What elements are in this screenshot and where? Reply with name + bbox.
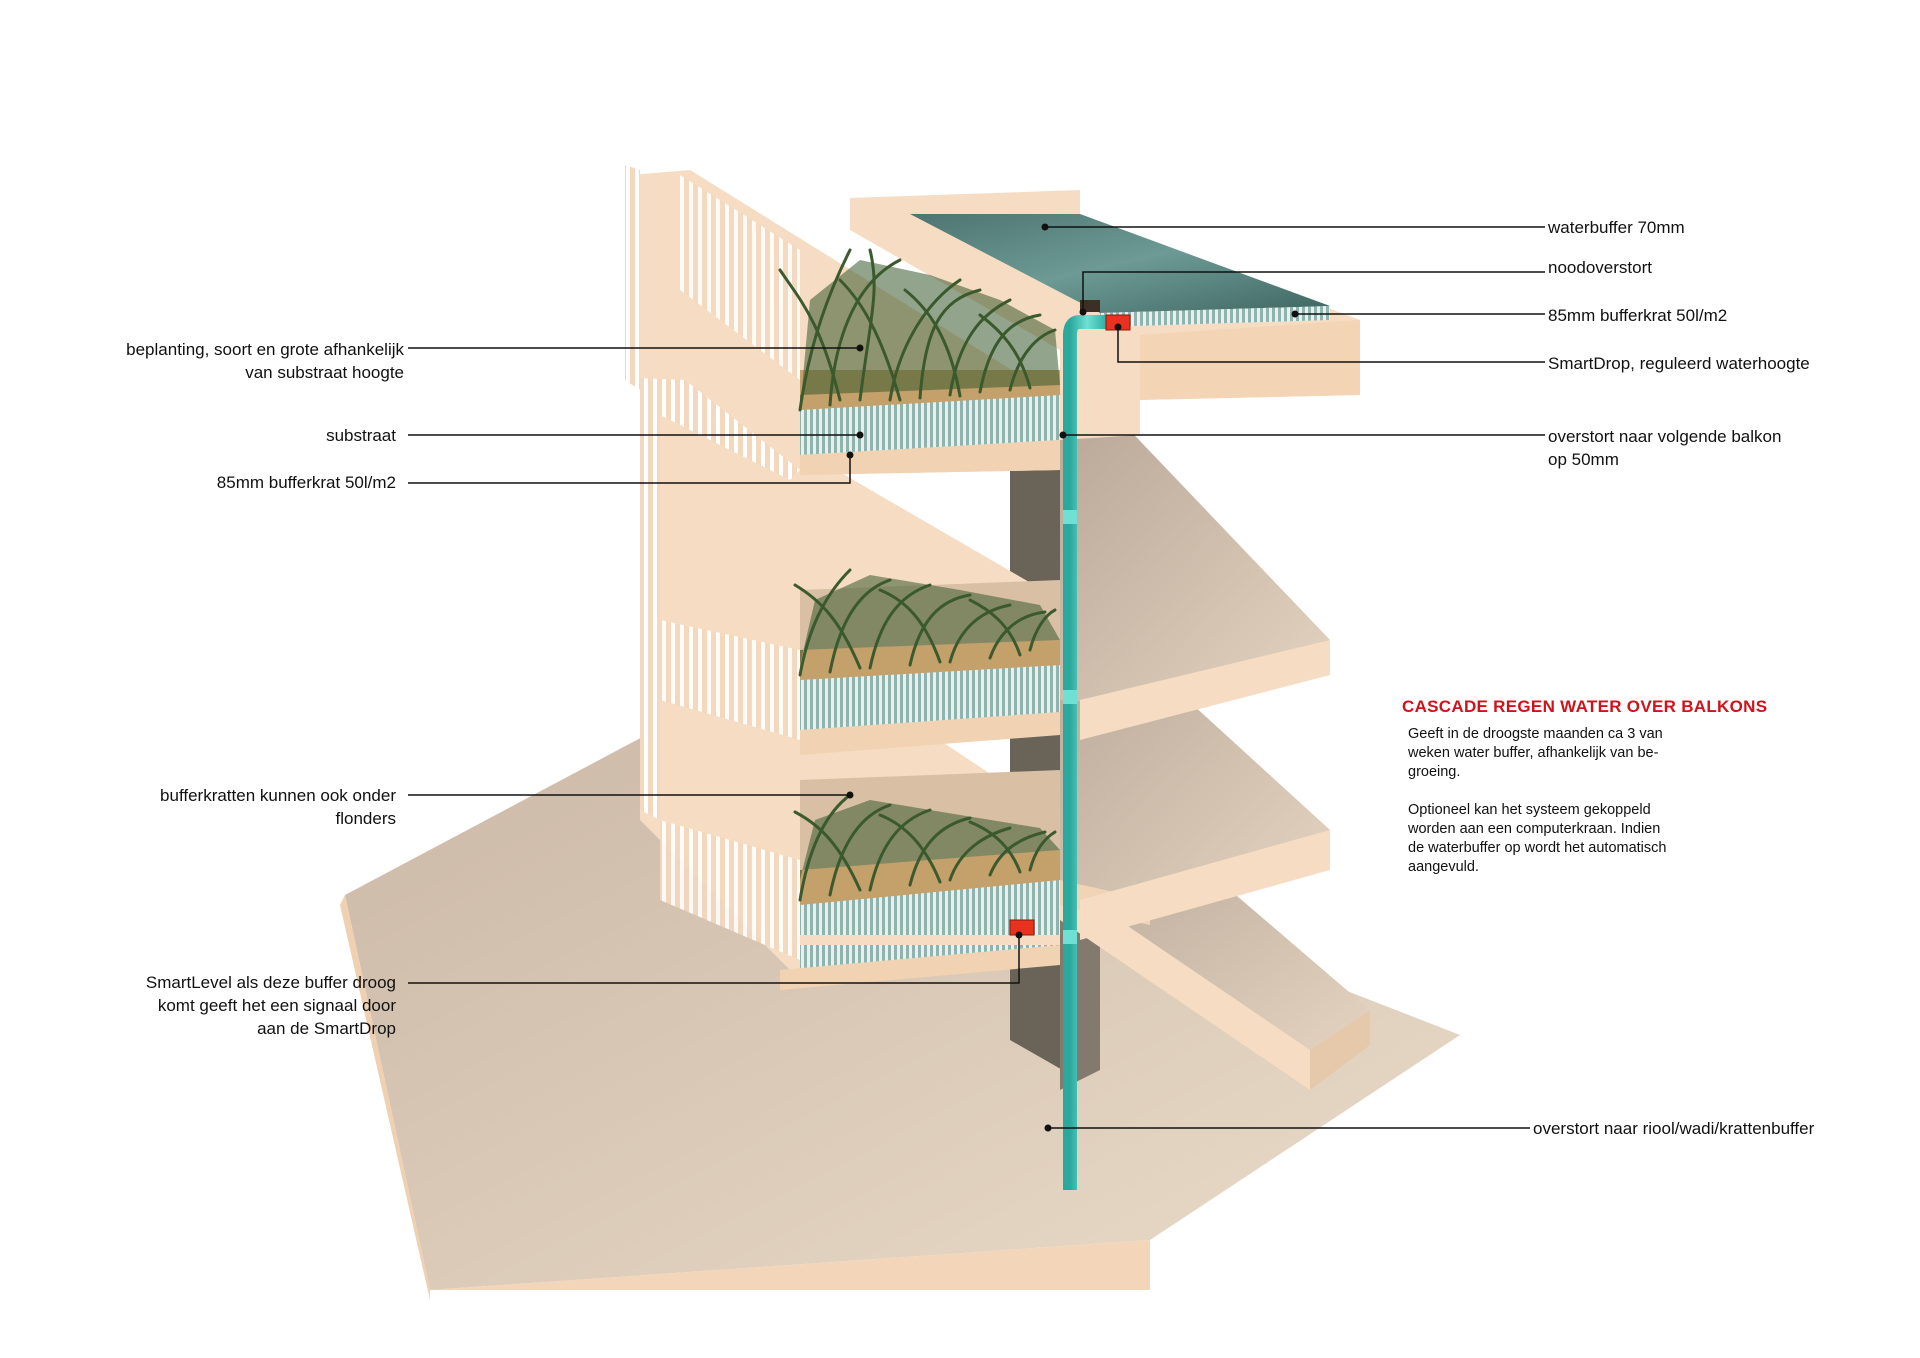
label-bufferkratten-onder: bufferkratten kunnen ook onder flonders: [160, 786, 396, 828]
smartlevel-device: [1009, 919, 1035, 936]
leader-dots: [846, 223, 1299, 1132]
railing-left: [625, 165, 800, 960]
noodoverstort-outlet: [1080, 300, 1100, 312]
info-paragraph-2: Optioneel kan het systeem gekoppeld word…: [1408, 802, 1667, 875]
info-paragraph-1: Geeft in de droogste maanden ca 3 van we…: [1408, 726, 1663, 780]
label-beplanting: beplanting, soort en grote afhankelijk v…: [126, 340, 404, 382]
label-overstort-riool: overstort naar riool/wadi/krattenbuffer: [1533, 1119, 1815, 1138]
label-smartlevel: SmartLevel als deze buffer droog komt ge…: [145, 973, 396, 1038]
grass-shading: [800, 260, 1060, 880]
leader-lines: [408, 226, 1545, 1129]
label-bufferkrat: 85mm bufferkrat 50l/m2: [216, 473, 396, 492]
info-body: Geeft in de droogste maanden ca 3 van we…: [1408, 725, 1738, 896]
label-noodoverstort: noodoverstort: [1548, 258, 1652, 277]
info-title: CASCADE REGEN WATER OVER BALKONS: [1402, 697, 1768, 716]
label-overstort-balkon: overstort naar volgende balkon op 50mm: [1548, 427, 1782, 469]
balcony-slab-1: [1060, 420, 1330, 740]
label-bufferkrat-top: 85mm bufferkrat 50l/m2: [1548, 306, 1728, 325]
label-substraat: substraat: [326, 426, 396, 445]
overflow-pipe: [1063, 315, 1108, 1190]
label-smartdrop: SmartDrop, reguleerd waterhoogte: [1548, 354, 1810, 373]
ground-slab: [340, 725, 1460, 1300]
label-waterbuffer: waterbuffer 70mm: [1548, 218, 1685, 237]
